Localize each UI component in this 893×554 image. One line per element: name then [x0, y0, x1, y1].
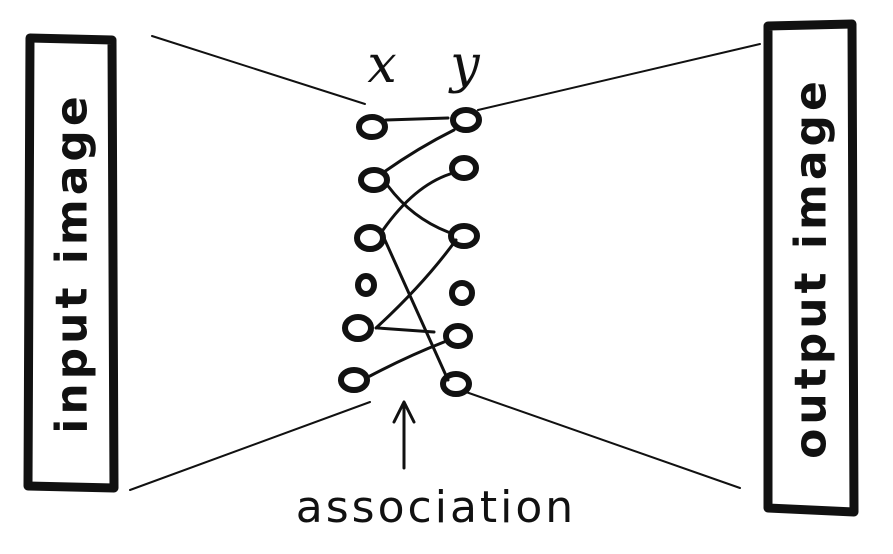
y-node — [449, 155, 479, 181]
y-node — [440, 371, 472, 397]
output-image-label: output image — [786, 77, 837, 459]
y-node — [443, 323, 473, 349]
x-node — [356, 114, 388, 140]
x-node — [358, 167, 390, 193]
y-variable-label: y — [448, 35, 480, 95]
x-node — [354, 224, 386, 252]
x-variable-label: x — [367, 35, 396, 95]
y-node — [448, 223, 480, 249]
output-image-box: output image — [763, 19, 859, 517]
association-label: association — [296, 482, 576, 533]
y-node — [449, 280, 475, 306]
x-node-column — [338, 114, 390, 393]
input-image-box: input image — [23, 33, 119, 493]
projection-lines — [129, 35, 761, 491]
x-node — [355, 273, 377, 297]
input-image-label: input image — [47, 92, 98, 434]
x-node — [342, 314, 374, 342]
y-node-column — [440, 107, 482, 397]
association-arrow — [392, 400, 416, 470]
x-node — [338, 367, 370, 393]
y-node — [450, 107, 482, 133]
association-links — [368, 116, 458, 382]
